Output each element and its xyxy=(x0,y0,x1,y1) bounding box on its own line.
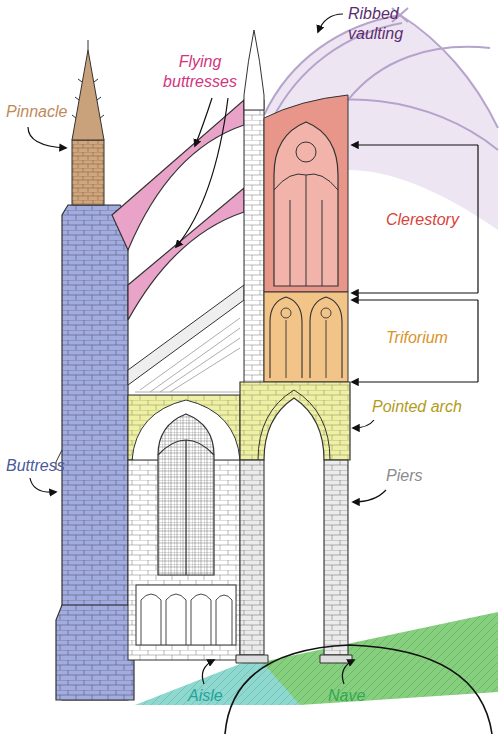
leader-arrow xyxy=(352,144,478,145)
part-label: Clerestory xyxy=(386,210,476,230)
wall-shaft xyxy=(244,100,264,390)
clerestory-bay xyxy=(264,95,348,292)
pinnacle-spire xyxy=(72,50,104,140)
aisle-window xyxy=(158,414,214,575)
pointed-arch xyxy=(240,382,350,460)
triforium-trefoil xyxy=(321,308,331,318)
nave-floor xyxy=(262,612,498,705)
part-label: Triforium xyxy=(386,328,476,348)
wall-spike xyxy=(244,30,264,110)
pinnacle-crockets xyxy=(72,40,104,118)
leader-arrow xyxy=(30,478,56,492)
timber xyxy=(150,328,240,392)
leader-arrow xyxy=(353,490,386,502)
triforium-arches xyxy=(270,297,342,378)
part-label: Buttress xyxy=(6,456,96,476)
timber xyxy=(160,338,240,392)
buttress-plinth xyxy=(56,605,134,700)
clerestory-rose xyxy=(296,142,316,162)
leader-arrow xyxy=(202,660,214,684)
rib xyxy=(400,15,498,128)
blind-arcade-arches xyxy=(141,594,232,645)
part-label: Nave xyxy=(328,686,398,706)
window-mullion xyxy=(158,440,214,575)
timber xyxy=(170,348,240,392)
rib xyxy=(348,47,490,100)
aisle-roof-timbers xyxy=(135,318,240,392)
pier-bases xyxy=(236,655,352,663)
leader-arrow xyxy=(28,127,66,148)
arch-molding xyxy=(258,390,330,460)
part-label: Pinnacle xyxy=(6,102,96,122)
clerestory-tracery xyxy=(274,174,338,286)
part-label: Piers xyxy=(386,466,466,486)
bracket-line xyxy=(477,145,478,293)
floor-outline xyxy=(225,645,492,734)
blind-arcade xyxy=(136,585,236,645)
part-label: Pointed arch xyxy=(372,397,482,417)
pier xyxy=(240,460,264,655)
timber xyxy=(135,392,240,393)
part-label: Ribbed vaulting xyxy=(348,4,428,44)
part-label: Aisle xyxy=(188,686,258,706)
leader-arrow xyxy=(176,98,228,247)
triforium-band xyxy=(264,292,348,382)
leader-arrow xyxy=(353,420,374,428)
leader-arrow xyxy=(352,292,478,293)
triforium-tracery xyxy=(286,320,326,378)
buttress-setoff xyxy=(56,450,134,470)
pier xyxy=(324,460,348,655)
leader-arrow xyxy=(352,381,478,382)
leader-arrows xyxy=(28,14,478,684)
clerestory-window xyxy=(274,122,338,286)
pinnacle-base xyxy=(72,140,104,205)
bracket-line xyxy=(477,300,478,382)
leader-arrow xyxy=(318,14,343,32)
leader-arrow xyxy=(195,98,212,146)
leader-arrow xyxy=(352,299,478,300)
aisle-roof xyxy=(128,285,244,385)
leader-arrow xyxy=(342,660,354,684)
triforium-trefoil xyxy=(281,308,291,318)
part-label: Flying buttresses xyxy=(150,52,250,92)
